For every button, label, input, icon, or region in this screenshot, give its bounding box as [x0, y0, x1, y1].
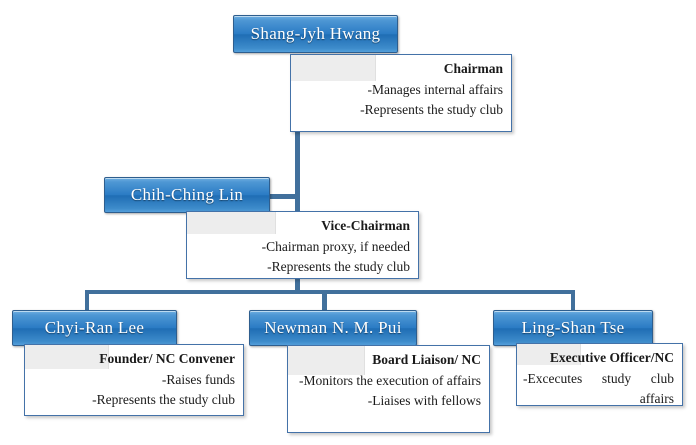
node-executive-officer-duty-1: -Excecutes study club affairs: [523, 370, 674, 406]
node-chairman-role: Chairman: [443, 61, 503, 76]
node-vice-chairman-details: Vice-Chairman -Chairman proxy, if needed…: [186, 211, 419, 279]
node-chairman-duty-1: -Manages internal affairs: [367, 81, 503, 97]
node-executive-officer-details: Executive Officer/NC -Excecutes study cl…: [516, 343, 683, 406]
node-vice-chairman-duty-2: -Represents the study club: [267, 258, 410, 274]
panel-gutter: [288, 346, 366, 376]
node-chairman-name: Shang-Jyh Hwang: [250, 24, 381, 43]
node-board-liaison-duty-1: -Monitors the execution of affairs: [299, 372, 481, 388]
panel-gutter: [187, 212, 276, 235]
panel-gutter: [25, 345, 109, 369]
node-chairman-duty-2: -Represents the study club: [360, 101, 503, 117]
node-board-liaison-duty-2: -Liaises with fellows: [367, 392, 481, 408]
node-founder-role: Founder/ NC Convener: [99, 351, 235, 366]
node-executive-officer-nameplate[interactable]: Ling-Shan Tse: [493, 310, 653, 346]
node-vice-chairman-nameplate[interactable]: Chih-Ching Lin: [104, 177, 270, 213]
panel-gutter: [291, 55, 376, 81]
node-founder-nameplate[interactable]: Chyi-Ran Lee: [12, 310, 177, 346]
node-chairman-nameplate[interactable]: Shang-Jyh Hwang: [233, 15, 398, 53]
node-board-liaison-name: Newman N. M. Pui: [264, 318, 402, 337]
connector-drop-founder: [85, 290, 89, 312]
node-vice-chairman-role: Vice-Chairman: [321, 218, 410, 233]
panel-gutter: [517, 344, 581, 365]
node-founder-name: Chyi-Ran Lee: [44, 318, 145, 337]
node-vice-chairman-name: Chih-Ching Lin: [130, 185, 244, 204]
connector-vice-chairman-stub: [268, 194, 298, 199]
node-founder-duty-1: -Raises funds: [161, 371, 235, 387]
node-founder-details: Founder/ NC Convener -Raises funds -Repr…: [24, 344, 244, 416]
node-executive-officer-name: Ling-Shan Tse: [521, 318, 625, 337]
connector-bottom-bus: [85, 290, 575, 294]
node-founder-duty-2: -Represents the study club: [92, 391, 235, 407]
connector-drop-executive-officer: [571, 290, 575, 312]
node-board-liaison-nameplate[interactable]: Newman N. M. Pui: [249, 310, 417, 346]
node-board-liaison-details: Board Liaison/ NC -Monitors the executio…: [287, 345, 490, 433]
node-vice-chairman-duty-1: -Chairman proxy, if needed: [261, 238, 410, 254]
node-chairman-details: Chairman -Manages internal affairs -Repr…: [290, 54, 512, 132]
connector-drop-board-liaison: [322, 290, 327, 312]
node-board-liaison-role: Board Liaison/ NC: [372, 352, 481, 367]
node-executive-officer-role: Executive Officer/NC: [549, 350, 674, 365]
